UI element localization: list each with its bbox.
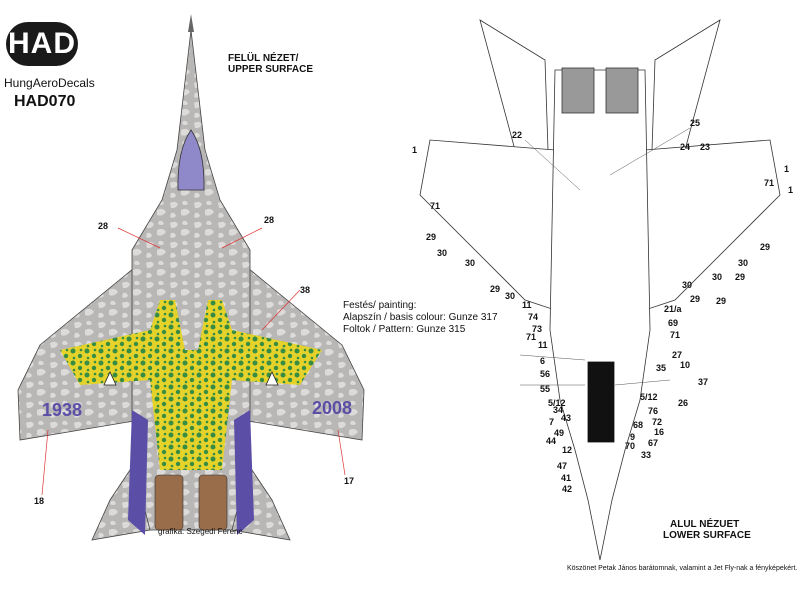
serial-right: 2008 [312,398,353,418]
callout-lower: 30 [738,258,749,268]
callout-lower: 56 [540,369,551,379]
callout-lower: 41 [561,473,572,483]
callout-lower: 47 [557,461,568,471]
callout-lower: 1 [784,164,790,174]
callout-lower: 29 [716,296,727,306]
callout-lower: 71 [764,178,775,188]
callout-lower: 7 [549,417,555,427]
callout-lower: 29 [735,272,746,282]
brand-name: HungAeroDecals [4,76,95,90]
callout-lower: 76 [648,406,659,416]
callout-lower: 29 [490,284,501,294]
callout-lower: 71 [670,330,681,340]
callout-lower: 29 [760,242,771,252]
callout-upper: 18 [34,496,45,506]
lower-aircraft [419,19,781,561]
painting-line-2: Alapszín / basis colour: Gunze 317 [343,312,498,323]
callout-lower: 16 [654,427,665,437]
callout-lower: 11 [538,340,548,350]
callout-lower: 27 [672,350,683,360]
callout-upper: 17 [344,476,355,486]
callout-lower: 43 [561,413,572,423]
callout-lower: 29 [690,294,701,304]
product-code: HAD070 [14,93,76,110]
callout-upper: 28 [264,215,275,225]
lower-title-1: ALUL NÉZUET [670,519,740,530]
callout-lower: 1 [788,185,794,195]
callout-lower: 33 [641,450,652,460]
callout-lower: 5/12 [548,398,566,408]
callout-lower: 55 [540,384,551,394]
callout-upper: 28 [98,221,109,231]
callout-lower: 71 [526,332,537,342]
upper-title-2: UPPER SURFACE [228,64,314,75]
callout-lower: 21/a [664,304,682,314]
callout-lower: 73 [532,324,543,334]
callout-lower: 30 [437,248,448,258]
callout-lower: 6 [540,356,546,366]
callout-lower: 71 [430,201,441,211]
callout-lower: 34 [553,405,564,415]
painting-line-3: Foltok / Pattern: Gunze 315 [343,324,466,335]
upper-title-1: FELÜL NÉZET/ [228,53,299,64]
had-logo: HAD [6,22,78,66]
callout-lower: 1 [412,145,418,155]
callout-lower: 10 [680,360,691,370]
callout-lower: 35 [656,363,667,373]
callout-lower: 24 [680,142,691,152]
callout-lower: 25 [690,118,701,128]
callout-lower: 22 [512,130,523,140]
painting-line-1: Festés/ painting: [343,300,417,311]
callout-lower: 11 [522,300,532,310]
callout-lower: 68 [633,420,644,430]
credit: grafika: Szegedi Ferenc [158,527,243,536]
callout-lower: 44 [546,436,557,446]
callout-lower: 30 [505,291,516,301]
callout-lower: 49 [554,428,565,438]
callout-lower: 67 [648,438,659,448]
serial-left: 1938 [42,400,83,420]
callout-lower: 12 [562,445,573,455]
lower-title-2: LOWER SURFACE [663,530,751,541]
callout-lower: 69 [668,318,679,328]
callout-lower: 5/12 [640,392,658,402]
callout-lower: 29 [426,232,437,242]
callout-lower: 72 [652,417,663,427]
upper-aircraft [17,14,365,541]
callout-upper: 38 [300,285,311,295]
callout-lower: 70 [625,441,636,451]
callout-lower: 23 [700,142,711,152]
callout-lower: 42 [562,484,573,494]
callout-lower: 26 [678,398,689,408]
callout-lower: 37 [698,377,709,387]
callout-lower: 30 [465,258,476,268]
callout-lower: 9 [630,432,636,442]
callout-lower: 74 [528,312,539,322]
callout-lower: 30 [682,280,693,290]
thanks-note: Köszönet Petak János barátomnak, valamin… [567,565,798,572]
callout-lower: 30 [712,272,723,282]
